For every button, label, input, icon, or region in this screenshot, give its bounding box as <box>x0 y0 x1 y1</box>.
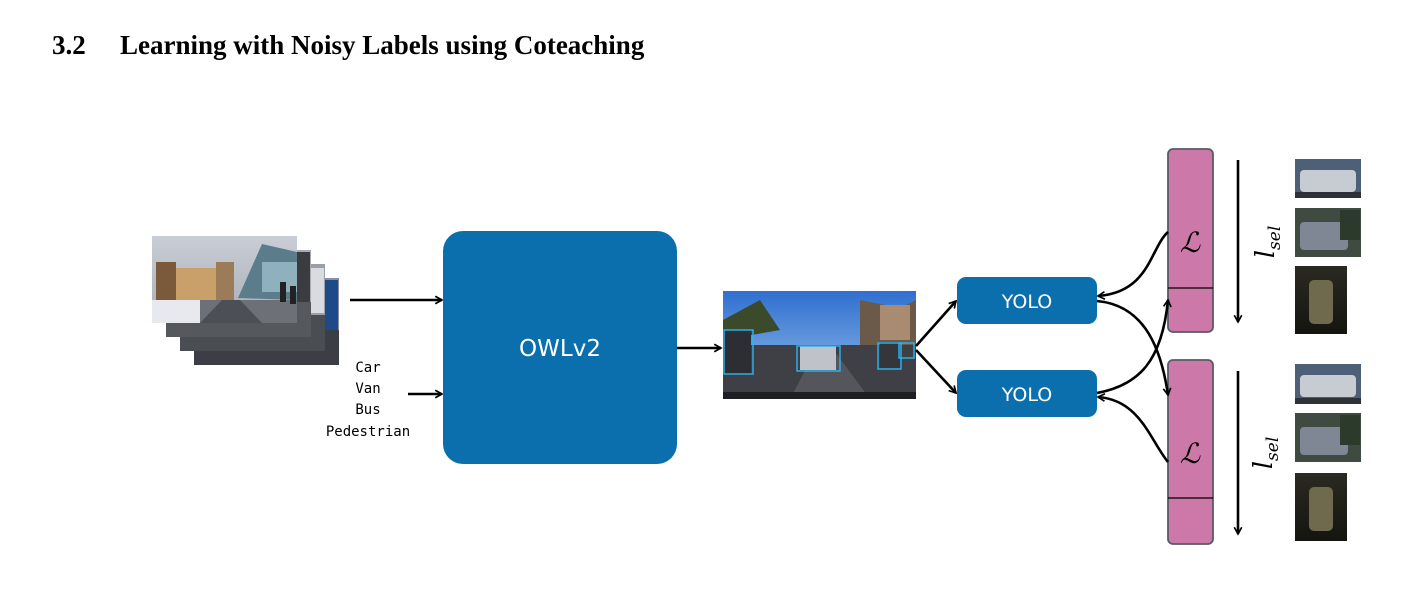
detection-box <box>723 329 754 375</box>
loss-block-top: ℒ <box>1167 148 1214 333</box>
detection-box <box>898 342 915 359</box>
detection-boxes <box>723 329 915 375</box>
section-heading: 3.2 Learning with Noisy Labels using Cote… <box>52 30 644 61</box>
arrow-yolo-top-to-loss-bottom <box>1096 299 1168 395</box>
selected-label-bottom-sub: sel <box>1263 437 1283 461</box>
detector-label: OWLv2 <box>519 336 601 362</box>
arrow-yolo-bottom-to-loss-top <box>1096 300 1168 395</box>
detection-box <box>877 342 902 370</box>
loss-symbol-top: ℒ <box>1180 226 1201 259</box>
section-title: Learning with Noisy Labels using Coteach… <box>120 30 645 60</box>
class-label-bus: Bus <box>355 402 380 418</box>
arrow-pseudolabels-to-yolo-bottom <box>915 349 956 393</box>
sample-thumbnail <box>1295 413 1361 462</box>
class-label-car: Car <box>355 360 380 376</box>
input-image-stack <box>152 236 339 365</box>
selected-label-top-base: l <box>1251 250 1281 258</box>
detection-box <box>796 345 841 372</box>
detector-block: OWLv2 <box>443 231 677 464</box>
loss-symbol-bottom: ℒ <box>1180 437 1201 470</box>
section-number: 3.2 <box>52 30 86 60</box>
selected-label-bottom: lsel <box>1249 437 1283 470</box>
arrow-loss-top-to-yolo-top <box>1098 231 1169 296</box>
sample-thumbnail <box>1295 364 1361 404</box>
loss-block-bottom: ℒ <box>1167 359 1214 545</box>
selected-samples-top <box>1295 159 1361 334</box>
student-model-bottom: YOLO <box>957 370 1097 417</box>
class-label-pedestrian: Pedestrian <box>326 424 410 440</box>
sample-thumbnail <box>1295 159 1361 198</box>
arrow-loss-bottom-to-yolo-bottom <box>1098 397 1170 463</box>
class-label-van: Van <box>355 381 380 397</box>
student-model-top-label: YOLO <box>1001 291 1052 313</box>
class-prompt-list: Car Van Bus Pedestrian <box>326 360 410 440</box>
selected-label-top-sub: sel <box>1265 226 1285 250</box>
selected-label-top: lsel <box>1251 226 1285 259</box>
sample-thumbnail <box>1295 266 1347 334</box>
sample-thumbnail <box>1295 473 1347 541</box>
sample-thumbnail <box>1295 208 1361 257</box>
input-frame-1 <box>152 236 297 323</box>
pseudo-labeled-image <box>723 291 916 399</box>
student-model-bottom-label: YOLO <box>1001 384 1052 406</box>
student-model-top: YOLO <box>957 277 1097 324</box>
selected-label-bottom-base: l <box>1249 461 1279 469</box>
selected-samples-bottom <box>1295 364 1361 541</box>
arrow-pseudolabels-to-yolo-top <box>915 301 956 347</box>
